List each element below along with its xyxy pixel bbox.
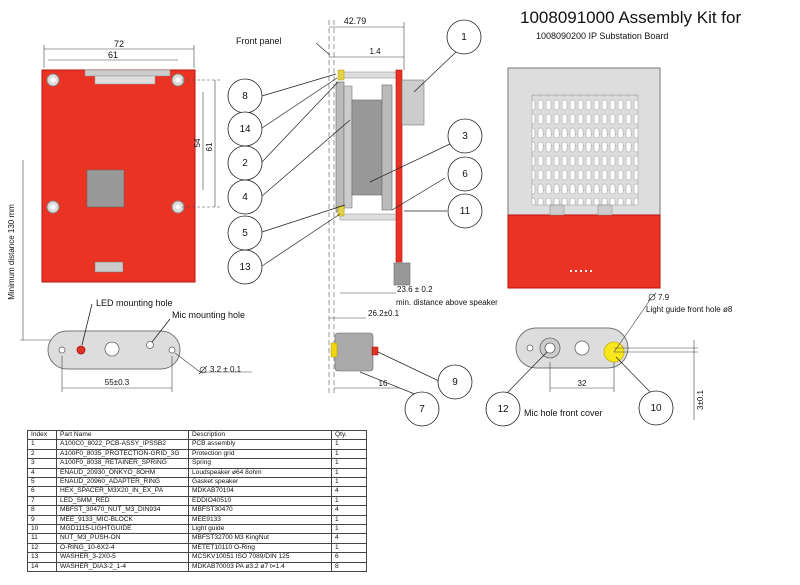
callout-2: 2 xyxy=(227,145,263,181)
svg-text:8: 8 xyxy=(242,91,248,102)
bom-header-part-name: Part Name xyxy=(56,429,189,441)
svg-text:13: 13 xyxy=(239,262,251,273)
callout-1: 1 xyxy=(446,19,482,55)
callout-8: 8 xyxy=(227,78,263,114)
callout-13: 13 xyxy=(227,249,263,285)
dim-61-horizontal: 61 xyxy=(108,50,118,60)
callout-leaders xyxy=(261,51,656,398)
callout-9: 9 xyxy=(437,364,473,400)
label-mic-hole: Mic mounting hole xyxy=(172,310,245,320)
callout-4: 4 xyxy=(227,179,263,215)
callout-10: 10 xyxy=(638,390,674,426)
svg-text:1: 1 xyxy=(461,32,467,43)
label-min-distance-speaker: min. distance above speaker xyxy=(396,298,498,307)
dim-7-9: 7.9 xyxy=(658,293,670,302)
callout-3: 3 xyxy=(447,118,483,154)
bom-header-qty: Qty. xyxy=(331,429,367,441)
svg-text:4: 4 xyxy=(242,192,248,203)
dim-32: 32 xyxy=(578,379,587,388)
callout-7: 7 xyxy=(404,391,440,427)
svg-text:2: 2 xyxy=(242,158,248,169)
svg-text:6: 6 xyxy=(462,169,468,180)
svg-text:14: 14 xyxy=(239,124,251,135)
dim-42-79: 42.79 xyxy=(344,16,367,26)
svg-text:5: 5 xyxy=(242,228,248,239)
dim-23-6: 23.6 ± 0.2 xyxy=(397,285,433,294)
dim-54: 54 xyxy=(193,138,202,147)
bom-header-description: Description xyxy=(188,429,332,441)
dim-16: 16 xyxy=(379,379,388,388)
front-cover-holes-view: LED mounting hole Mic mounting hole 55±0… xyxy=(47,298,252,392)
svg-text:12: 12 xyxy=(497,404,509,415)
callout-6: 6 xyxy=(447,156,483,192)
callout-12: 12 xyxy=(485,391,521,427)
label-led-hole: LED mounting hole xyxy=(96,298,173,308)
drawing-title: 1008091000 Assembly Kit for xyxy=(520,8,742,27)
assembly-drawing: 72 61 54 61 Minimum distance 130 mm xyxy=(7,16,733,427)
callout-5: 5 xyxy=(227,215,263,251)
dim-1-4: 1.4 xyxy=(369,47,381,56)
dim-26-2: 26.2±0.1 xyxy=(368,309,400,318)
dim-hole-spacing: 55±0.3 xyxy=(105,378,130,387)
callout-11: 11 xyxy=(447,193,483,229)
bom-header-index: Index xyxy=(27,429,57,441)
front-cover-view: 32 3±0.1 7.9 Light guide front hole ø8 M… xyxy=(515,292,733,420)
label-front-panel: Front panel xyxy=(236,36,282,46)
svg-text:7: 7 xyxy=(419,404,425,415)
side-section-view: Front panel 42.79 1.4 23.6 ± 0.2 min. di… xyxy=(236,16,498,395)
dim-61-vertical: 61 xyxy=(205,142,214,151)
drawing-subtitle: 1008090200 IP Substation Board xyxy=(536,31,669,41)
svg-text:9: 9 xyxy=(452,377,458,388)
dim-3: 3±0.1 xyxy=(696,389,705,410)
pcb-top-view: 72 61 54 61 Minimum distance 130 mm xyxy=(7,39,222,341)
svg-text:11: 11 xyxy=(460,206,471,217)
label-light-guide-hole: Light guide front hole ø8 xyxy=(646,305,733,314)
dim-hole-diameter: 3.2 ± 0.1 xyxy=(210,365,242,374)
dim-72: 72 xyxy=(114,39,124,49)
bom-header-row: Index Part Name Description Qty. xyxy=(27,429,367,441)
svg-text:3: 3 xyxy=(462,131,468,142)
callout-14: 14 xyxy=(227,111,263,147)
svg-text:10: 10 xyxy=(650,403,662,414)
label-mic-front-cover: Mic hole front cover xyxy=(524,408,603,418)
pcb-back-view xyxy=(507,67,661,289)
dim-min-distance: Minimum distance 130 mm xyxy=(7,204,16,300)
